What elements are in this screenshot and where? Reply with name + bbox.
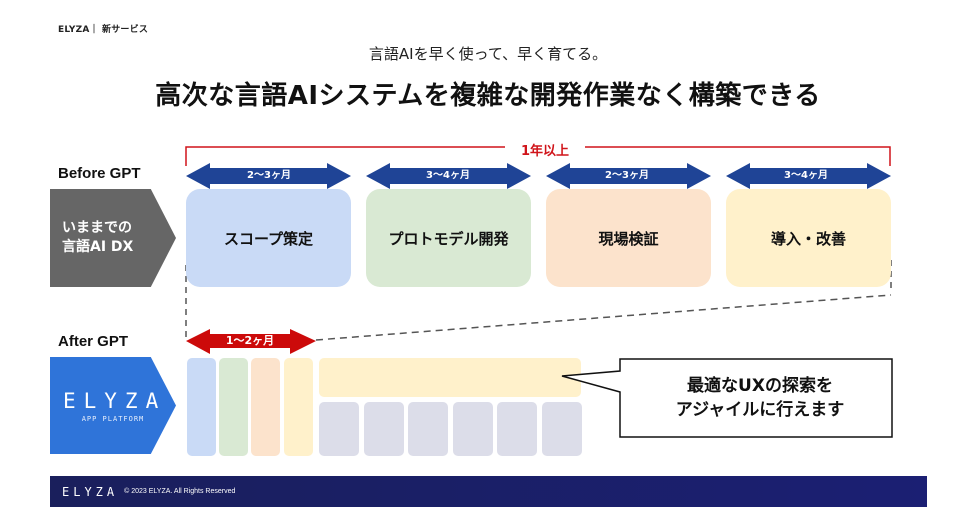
- phase-name: スコープ策定: [223, 229, 314, 248]
- iteration-block: [363, 402, 404, 456]
- callout-line1: 最適なUXの探索を: [687, 376, 833, 396]
- elyza-app-platform-chevron: ELYZA APP PLATFORM: [50, 357, 176, 454]
- red-double-arrow: [186, 329, 316, 354]
- total-duration-label: 1年以上: [505, 140, 585, 159]
- slide-title: 高次な言語AIシステムを複雑な開発作業なく構築できる: [155, 81, 821, 111]
- slide-subtitle: 言語AIを早く使って、早く育てる。: [368, 45, 608, 63]
- dashed-connector-diagonal: [315, 294, 892, 341]
- phase-name: プロトモデル開発: [388, 229, 509, 248]
- phase-field-validation: 現場検証: [546, 189, 711, 287]
- phase-prototype-development: プロトモデル開発: [366, 189, 531, 287]
- footer-copyright: © 2023 ELYZA. All Rights Reserved: [124, 488, 236, 495]
- elyza-platform-subtitle: APP PLATFORM: [81, 414, 145, 423]
- phase-duration-label: 3〜4ヶ月: [426, 170, 470, 181]
- mini-phase-prototype: [219, 358, 248, 456]
- after-duration-label: 1〜2ヶ月: [225, 334, 275, 347]
- callout-line2: アジャイルに行えます: [675, 400, 845, 420]
- blue-double-arrow: [366, 163, 531, 189]
- callout-bubble: [561, 358, 893, 438]
- brand-tag: ELYZA｜ 新サービス: [58, 25, 149, 35]
- blue-double-arrow: [186, 163, 351, 189]
- ux-exploration-bar: [319, 358, 581, 397]
- phase-name: 現場検証: [598, 229, 659, 248]
- footer-elyza-logo: ELYZA: [62, 484, 119, 499]
- iteration-block: [541, 402, 582, 456]
- iteration-block: [497, 402, 537, 456]
- phase-deployment-improvement: 導入・改善: [726, 189, 891, 287]
- legacy-dx-chevron: いままでの 言語AI DX: [50, 189, 176, 287]
- phase-scope-definition: スコープ策定: [186, 189, 351, 287]
- phase-duration-label: 2〜3ヶ月: [605, 170, 649, 181]
- mini-phase-deployment: [284, 358, 313, 456]
- phase-duration-label: 2〜3ヶ月: [247, 170, 291, 181]
- blue-double-arrow: [546, 163, 711, 189]
- after-gpt-label: After GPT: [58, 333, 129, 350]
- mini-phase-scope: [187, 358, 216, 456]
- callout-text: 最適なUXの探索を アジャイルに行えます: [630, 374, 890, 422]
- phase-name: 導入・改善: [770, 229, 846, 248]
- legacy-dx-line1: いままでの: [62, 220, 132, 236]
- iteration-block: [452, 402, 493, 456]
- phase-duration-label: 3〜4ヶ月: [784, 170, 828, 181]
- elyza-platform-logo: ELYZA: [63, 388, 167, 413]
- blue-double-arrow: [726, 163, 891, 189]
- before-gpt-label: Before GPT: [58, 165, 141, 182]
- iteration-block: [319, 402, 359, 456]
- mini-phase-validation: [251, 358, 280, 456]
- legacy-dx-line2: 言語AI DX: [62, 239, 134, 255]
- iteration-block: [408, 402, 448, 456]
- footer-bar: ELYZA © 2023 ELYZA. All Rights Reserved: [50, 476, 927, 507]
